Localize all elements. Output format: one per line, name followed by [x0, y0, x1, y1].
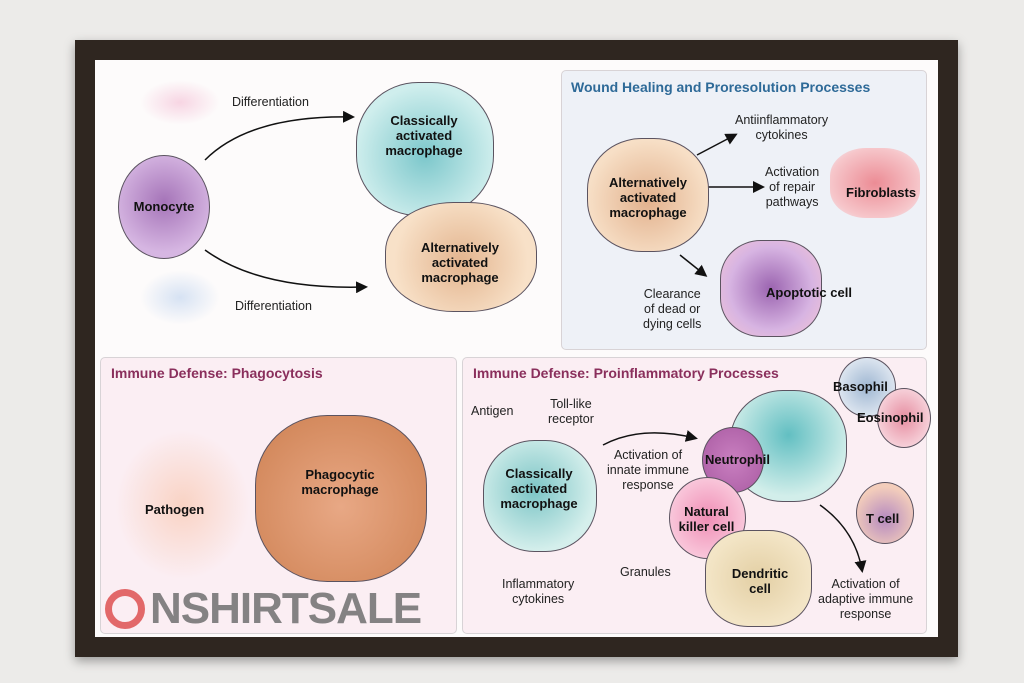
cytokine-cloud-blue — [140, 270, 220, 325]
arrow-antiinflammatory — [696, 133, 738, 156]
dendritic-cell — [705, 530, 812, 627]
proinf-panel-title: Immune Defense: Proinflammatory Processe… — [473, 365, 779, 381]
eosinophil-cell — [877, 388, 931, 448]
fibroblasts-label: Fibroblasts — [846, 185, 917, 200]
t-cell-label: T cell — [866, 511, 900, 526]
cytokine-cloud-pink — [140, 80, 220, 125]
granules-label: Granules — [620, 565, 671, 579]
watermark-text: NSHIRTSALE — [150, 584, 422, 633]
arrow-clearance — [679, 254, 708, 277]
differentiation-bottom-label: Differentiation — [235, 299, 312, 313]
neutrophil-label: Neutrophil — [705, 452, 770, 467]
fibroblast-cell — [830, 148, 920, 218]
wound-panel-title: Wound Healing and Proresolution Processe… — [571, 79, 871, 95]
monocyte-label: Monocyte — [133, 199, 195, 214]
alternative-macrophage-cell — [385, 202, 537, 312]
apoptotic-cell — [720, 240, 822, 337]
proinf-macrophage-cell — [483, 440, 597, 552]
arrow-differentiation-bottom — [204, 249, 368, 294]
phagocytic-macrophage-cell — [255, 415, 427, 582]
wound-macrophage-cell — [587, 138, 709, 252]
pathogen-cluster — [115, 430, 250, 580]
watermark-logo — [105, 589, 145, 629]
pathogen-label: Pathogen — [145, 502, 205, 517]
basophil-label: Basophil — [833, 379, 888, 394]
arrow-adaptive — [819, 504, 867, 573]
antigen-label: Antigen — [471, 404, 514, 418]
arrow-innate — [602, 430, 698, 446]
phago-panel-title: Immune Defense: Phagocytosis — [111, 365, 323, 381]
eosinophil-label: Eosinophil — [857, 410, 924, 425]
t-cell — [856, 482, 914, 544]
classical-macrophage-cell — [356, 82, 494, 216]
monocyte-cell — [118, 155, 210, 259]
arrow-differentiation-top — [204, 110, 355, 161]
differentiation-top-label: Differentiation — [232, 95, 309, 109]
apoptotic-label: Apoptotic cell — [766, 285, 852, 300]
